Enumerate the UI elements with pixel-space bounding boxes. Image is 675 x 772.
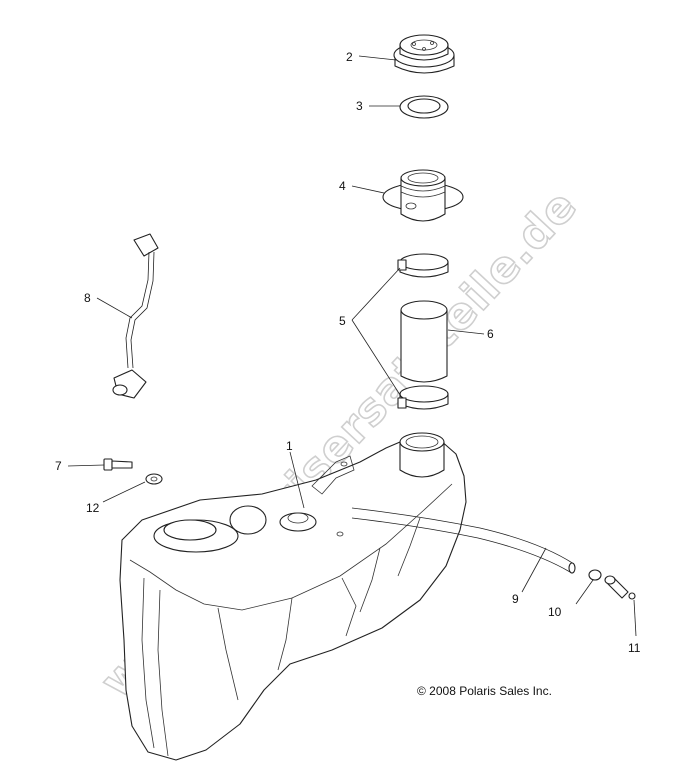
hose-clamp-lower — [397, 385, 449, 410]
callout-12: 12 — [86, 501, 100, 515]
vent-line — [112, 233, 159, 399]
callout-10: 10 — [548, 605, 562, 619]
screw — [103, 458, 133, 471]
filler-hose — [400, 300, 448, 383]
fuel-tank — [119, 432, 467, 761]
callout-11: 11 — [628, 641, 641, 655]
callout-1: 1 — [286, 439, 293, 453]
filler-neck-flange — [382, 169, 464, 222]
copyright-notice: © 2008 Polaris Sales Inc. — [417, 684, 552, 698]
small-clamp — [588, 569, 602, 581]
callout-8: 8 — [84, 291, 91, 305]
gasket-ring — [399, 95, 449, 119]
callout-2: 2 — [346, 50, 353, 64]
callout-3: 3 — [356, 99, 363, 113]
callout-5: 5 — [339, 314, 346, 328]
fuel-hose — [351, 507, 576, 574]
washer — [145, 473, 163, 485]
fitting — [604, 575, 636, 600]
callout-6: 6 — [487, 327, 494, 341]
callout-7: 7 — [55, 459, 62, 473]
hose-clamp-upper — [397, 253, 449, 278]
callout-4: 4 — [339, 179, 346, 193]
leader-lines — [67, 55, 637, 637]
fuel-cap — [393, 34, 455, 74]
callout-9: 9 — [512, 592, 519, 606]
